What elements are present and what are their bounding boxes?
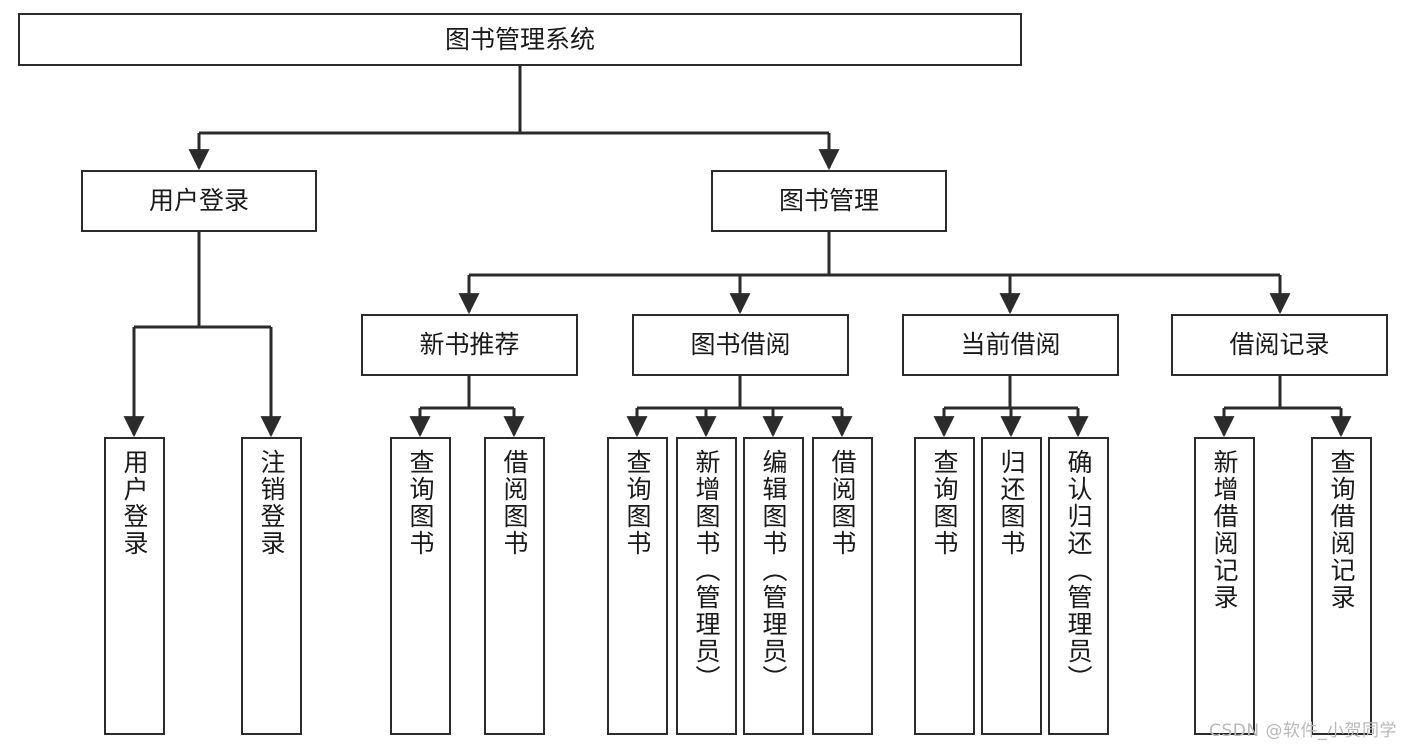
leaf-return-book[interactable]: 归还图书 [981,437,1042,735]
node-book-management[interactable]: 图书管理 [711,170,947,232]
leaf-logout[interactable]: 注销登录 [241,437,302,735]
node-label: 注销登录 [257,449,286,557]
node-label: 查询图书 [930,449,959,557]
node-label: 确认归还（管理员） [1064,449,1093,692]
leaf-edit-book-admin[interactable]: 编辑图书（管理员） [743,437,804,735]
node-label: 归还图书 [997,449,1026,557]
node-label: 新增图书（管理员） [692,449,721,692]
node-new-book-recommendation[interactable]: 新书推荐 [361,314,578,376]
leaf-borrow-book[interactable]: 借阅图书 [812,437,873,735]
node-label: 用户登录 [120,449,149,557]
node-label: 当前借阅 [960,330,1061,359]
node-borrow-record[interactable]: 借阅记录 [1171,314,1388,376]
watermark-csdn: CSDN @软件_小贺同学 [1209,721,1397,741]
leaf-query-book-new-book[interactable]: 查询图书 [390,437,451,735]
node-label: 借阅图书 [500,449,529,557]
node-current-borrow[interactable]: 当前借阅 [902,314,1119,376]
node-label: 图书借阅 [690,330,791,359]
leaf-query-book-current[interactable]: 查询图书 [914,437,975,735]
node-label: 图书管理 [778,186,879,215]
leaf-add-book-admin[interactable]: 新增图书（管理员） [676,437,737,735]
node-label: 查询图书 [623,449,652,557]
node-user-login[interactable]: 用户登录 [81,170,317,232]
node-label: 图书管理系统 [444,24,595,54]
leaf-user-login[interactable]: 用户登录 [104,437,165,735]
node-label: 借阅记录 [1229,330,1330,359]
node-label: 新增借阅记录 [1210,449,1239,611]
leaf-query-borrow-record[interactable]: 查询借阅记录 [1311,437,1372,735]
leaf-confirm-return-admin[interactable]: 确认归还（管理员） [1048,437,1109,735]
leaf-add-borrow-record[interactable]: 新增借阅记录 [1194,437,1255,735]
node-label: 新书推荐 [419,330,520,359]
node-label: 借阅图书 [828,449,857,557]
node-label: 编辑图书（管理员） [759,449,788,692]
node-root-book-management-system[interactable]: 图书管理系统 [18,13,1022,66]
node-book-borrow[interactable]: 图书借阅 [632,314,849,376]
node-label: 用户登录 [148,186,249,215]
leaf-query-book-borrow[interactable]: 查询图书 [607,437,668,735]
node-label: 查询借阅记录 [1327,449,1356,611]
node-label: 查询图书 [406,449,435,557]
leaf-borrow-book-new-book[interactable]: 借阅图书 [484,437,545,735]
